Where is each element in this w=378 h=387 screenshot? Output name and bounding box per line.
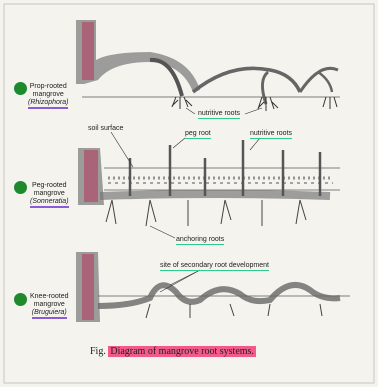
peg-rooted-title: Peg-rooted mangrove (Sonneratia) <box>30 182 69 208</box>
figure-caption: Fig. Diagram of mangrove root systems. <box>90 346 256 357</box>
peg-rooted-species: (Sonneratia) <box>30 198 69 208</box>
prop-rooted-title-line-1: Prop-rooted <box>28 83 68 91</box>
knee-rooted-title: Knee-rooted mangrove (Bruguiera) <box>30 293 69 319</box>
prop-rooted-species: (Rhizophora) <box>28 99 68 109</box>
knee-rooted-title-line-2: mangrove <box>30 301 69 309</box>
anchoring-roots-label: anchoring roots <box>176 236 224 245</box>
prop-rooted-illustration <box>76 20 340 114</box>
nutritive-roots-label-1: nutritive roots <box>198 110 240 119</box>
panel-2-marker-dot <box>14 181 27 194</box>
caption-text: Diagram of mangrove root systems. <box>108 346 256 357</box>
caption-prefix: Fig. <box>90 346 106 357</box>
knee-rooted-species: (Bruguiera) <box>32 309 67 319</box>
prop-rooted-title-line-2: mangrove <box>28 91 68 99</box>
panel-3-marker-dot <box>14 293 27 306</box>
nutritive-roots-label-2: nutritive roots <box>250 130 292 139</box>
peg-rooted-title-line-2: mangrove <box>30 190 69 198</box>
soil-surface-label: soil surface <box>88 125 123 133</box>
peg-root-label: peg root <box>185 130 211 139</box>
secondary-root-label: site of secondary root development <box>160 262 269 271</box>
panel-1-marker-dot <box>14 82 27 95</box>
prop-rooted-title: Prop-rooted mangrove (Rhizophora) <box>28 83 68 109</box>
peg-rooted-title-line-1: Peg-rooted <box>30 182 69 190</box>
peg-rooted-illustration <box>78 132 340 238</box>
knee-rooted-title-line-1: Knee-rooted <box>30 293 69 301</box>
